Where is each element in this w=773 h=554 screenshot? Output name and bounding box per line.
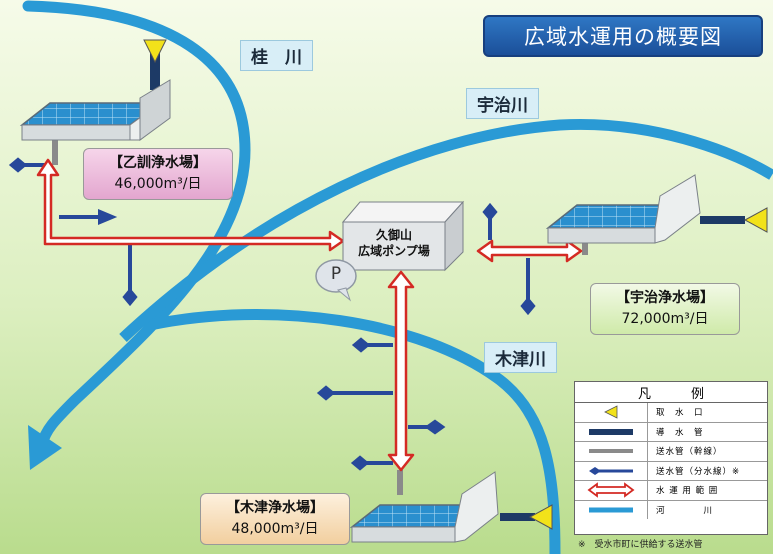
legend-row-river: 河 川 — [575, 500, 767, 519]
operation-arrows — [36, 158, 583, 472]
otokuni-plant-capacity: 46,000m³/日 — [114, 176, 202, 192]
uji-plant-capacity: 72,000m³/日 — [621, 311, 709, 327]
legend-row-operation: 水 運 用 範 囲 — [575, 481, 767, 501]
katsura-river-label: 桂 川 — [240, 40, 313, 71]
uji-plant-box: 【宇治浄水場】 72,000m³/日 — [590, 283, 740, 335]
kizu-river-label: 木津川 — [484, 342, 557, 373]
branch-lines — [8, 157, 536, 471]
kizu-plant-graphic — [349, 471, 499, 543]
kizu-intake-icon — [528, 504, 553, 530]
conduit-line-icon — [589, 428, 633, 435]
pump-badge — [315, 259, 357, 302]
katsura-river — [22, 0, 251, 451]
legend-header-2: 例 — [691, 386, 705, 402]
branch-line-icon — [589, 466, 633, 475]
double-arrow-icon — [587, 482, 635, 498]
otokuni-intake-icon — [143, 39, 167, 64]
legend-header: 凡 例 — [575, 382, 767, 403]
kizu-plant-name: 【木津浄水場】 — [226, 500, 324, 516]
legend-label-intake: 取 水 口 — [656, 408, 704, 419]
legend-row-trunk: 送水管（幹線） — [575, 442, 767, 462]
uji-plant-name: 【宇治浄水場】 — [616, 290, 714, 306]
legend-label-operation: 水 運 用 範 囲 — [656, 486, 719, 497]
legend-note: ※ 受水市町に供給する送水管 — [578, 540, 703, 550]
legend-row-branch: 送水管（分水線）※ — [575, 461, 767, 481]
kizu-plant-capacity: 48,000m³/日 — [231, 521, 319, 537]
legend-row-intake: 取 水 口 — [575, 403, 767, 423]
river-line-icon — [589, 507, 633, 512]
katsura-river-arrowhead — [28, 425, 62, 470]
legend-label-branch: 送水管（分水線）※ — [656, 466, 741, 477]
uji-river — [119, 118, 773, 343]
otokuni-plant-name: 【乙訓浄水場】 — [109, 155, 207, 171]
pump-station-label: 久御山 広域ポンプ場 — [343, 227, 445, 259]
intake-triangle-icon — [604, 405, 618, 419]
otokuni-plant-graphic — [19, 79, 171, 141]
trunk-line-icon — [589, 449, 633, 453]
legend-label-river: 河 川 — [656, 505, 714, 516]
kizu-river — [148, 309, 561, 554]
legend-label-conduit: 導 水 管 — [656, 427, 704, 438]
uji-intake-icon — [743, 207, 768, 233]
pump-station-line2: 広域ポンプ場 — [358, 244, 430, 258]
uji-plant-graphic — [545, 174, 701, 244]
uji-river-label: 宇治川 — [466, 88, 539, 119]
legend-header-1: 凡 — [637, 386, 651, 402]
otokuni-plant-box: 【乙訓浄水場】 46,000m³/日 — [83, 148, 233, 200]
pump-badge-letter: P — [330, 264, 342, 284]
legend: 凡 例 取 水 口 導 水 管 送水管（幹線） 送水管（分水線）※ 水 運 用 … — [574, 381, 768, 535]
pump-station-graphic — [341, 200, 465, 272]
diagram-title: 広域水運用の概要図 — [483, 15, 763, 57]
legend-row-conduit: 導 水 管 — [575, 422, 767, 442]
kizu-plant-box: 【木津浄水場】 48,000m³/日 — [200, 493, 350, 545]
legend-label-trunk: 送水管（幹線） — [656, 447, 723, 458]
pump-station-line1: 久御山 — [375, 228, 412, 242]
